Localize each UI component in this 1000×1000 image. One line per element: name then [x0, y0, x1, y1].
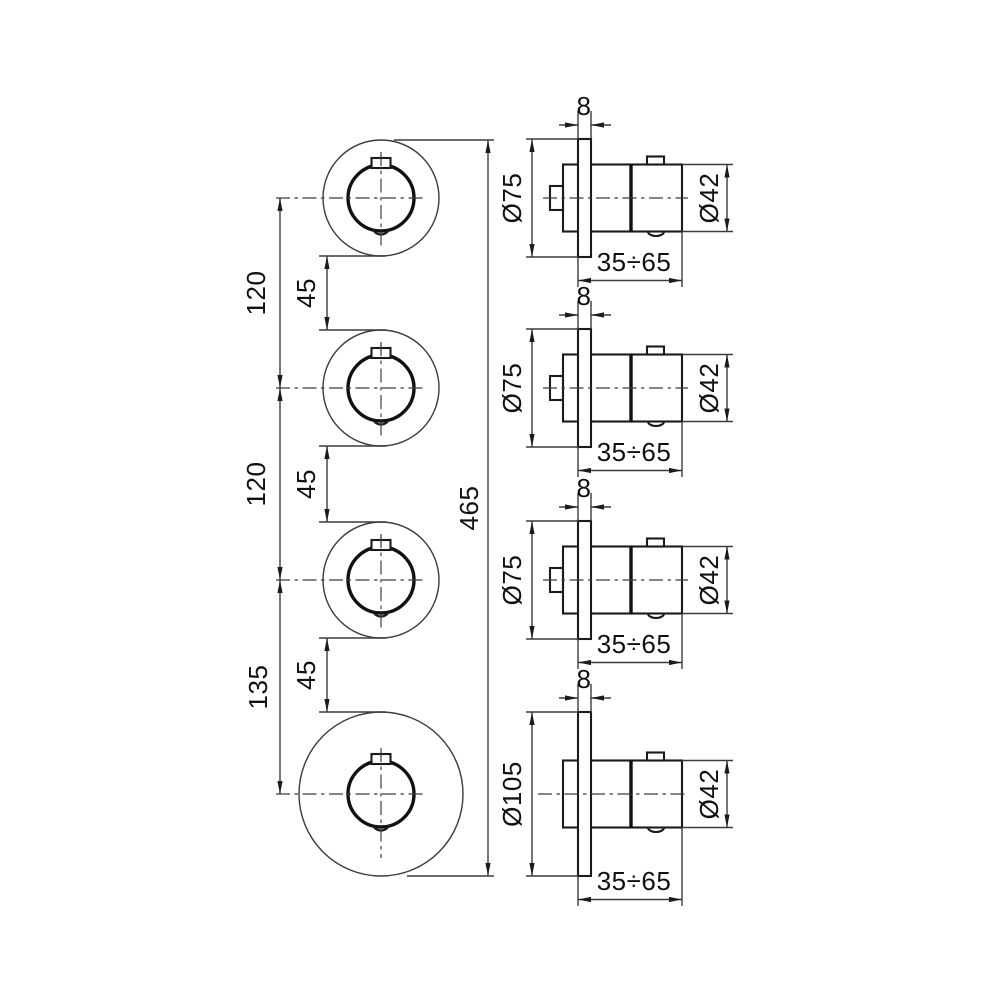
- dim-label-thickness: 8: [577, 281, 592, 311]
- dim-label-thickness: 8: [577, 91, 592, 121]
- dim-label-handle-diameter: Ø42: [694, 173, 724, 224]
- side-view-2: 8 Ø75 Ø42 35÷65: [497, 281, 733, 477]
- dim-gap-3: 45: [291, 637, 386, 713]
- dim-label-gap-1: 45: [291, 278, 321, 308]
- thermostat-front: [274, 710, 465, 878]
- side-view-3: 8 Ø75 Ø42 35÷65: [497, 473, 733, 669]
- dim-label-gap-2: 45: [291, 469, 321, 499]
- dim-overall: 465: [394, 139, 494, 877]
- dim-gap-2: 45: [291, 445, 386, 523]
- dim-label-handle-diameter: Ø42: [694, 769, 724, 820]
- dim-label-pitch-2: 120: [241, 462, 271, 507]
- side-view-1: 8 Ø75 Ø42 35÷65: [497, 91, 733, 287]
- knob-front-3: [274, 520, 441, 640]
- side-view-4-thermostat: 8 Ø105 Ø42 35÷65: [497, 664, 733, 906]
- dim-label-pitch-3: 135: [243, 665, 273, 710]
- dim-label-depth-range: 35÷65: [597, 247, 672, 277]
- dim-label-thickness: 8: [577, 473, 592, 503]
- dim-pitch-1: 120: [241, 198, 283, 388]
- dim-label-depth-range: 35÷65: [597, 866, 672, 896]
- dim-label-plate-diameter: Ø75: [497, 363, 527, 414]
- knob-front-1: [274, 138, 441, 258]
- dim-label-pitch-1: 120: [241, 271, 271, 316]
- dim-label-plate-diameter: Ø105: [497, 761, 527, 827]
- dim-gap-1: 45: [291, 255, 386, 331]
- dim-label-plate-diameter: Ø75: [497, 173, 527, 224]
- dim-label-depth-range: 35÷65: [597, 437, 672, 467]
- front-view: 120 120 135 45 45 45: [241, 138, 494, 878]
- knob-front-2: [274, 328, 441, 448]
- dim-label-gap-3: 45: [291, 660, 321, 690]
- dim-pitch-3: 135: [243, 580, 283, 794]
- dim-label-thickness: 8: [577, 664, 592, 694]
- dim-label-plate-diameter: Ø75: [497, 555, 527, 606]
- dim-pitch-2: 120: [241, 388, 283, 580]
- dim-label-overall: 465: [454, 486, 484, 531]
- dim-label-handle-diameter: Ø42: [694, 363, 724, 414]
- dim-label-depth-range: 35÷65: [597, 629, 672, 659]
- dim-label-handle-diameter: Ø42: [694, 555, 724, 606]
